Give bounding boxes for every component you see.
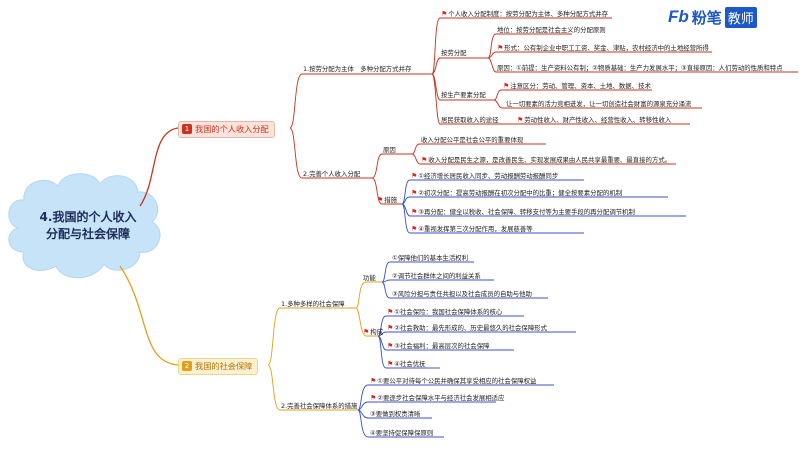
- node-distribution-system: ⚑个人收入分配制度：按劳分配为主体、多种分配方式并存: [441, 10, 609, 18]
- flag-icon: ⚑: [387, 308, 394, 316]
- central-cloud: [8, 173, 161, 279]
- flag-icon: ⚑: [497, 44, 504, 52]
- central-topic-line2: 分配与社会保障: [45, 227, 130, 241]
- node-security-sub2-label: 2.完善社会保障体系的措施: [281, 402, 358, 410]
- node-security-measure-3: ③要做到权责清晰: [370, 410, 421, 418]
- node-structure-4: ⚑④社会优抚: [387, 360, 426, 368]
- node-channels-label: 居民获取收入的途径: [441, 116, 499, 124]
- node-anlao-label: 按劳分配: [441, 49, 467, 57]
- flag-icon: ⚑: [503, 82, 510, 90]
- flag-icon: ⚑: [363, 328, 370, 336]
- flag-icon: ⚑: [411, 225, 418, 233]
- central-topic: 4.我国的个人收入 分配与社会保障: [28, 209, 148, 243]
- node-measure-4: ⚑④重视发挥第三次分配作用，发展慈善等: [411, 225, 533, 233]
- flag-icon: ⚑: [421, 156, 428, 164]
- flag-icon: ⚑: [370, 394, 377, 402]
- node-measure-1: ⚑①经济增长居民收入同步、劳动报酬劳动报酬同步: [411, 172, 559, 180]
- node-measure-3: ⚑③再分配：健全以税收、社会保障、转移支付等为主要手段的再分配调节机制: [411, 208, 635, 216]
- node-measure-2: ⚑②初次分配：提高劳动报酬在初次分配中的比重；健全按要素分配的机制: [411, 189, 623, 197]
- node-structure-1: ⚑①社会保险：我国社会保障体系的核心: [387, 308, 503, 316]
- node-security-measure-2: ⚑②要逐步社会保障水平与经济社会发展相适应: [370, 394, 505, 402]
- node-structure-3: ⚑③社会福利：最高层次的社会保障: [387, 342, 490, 350]
- node-structure-2: ⚑②社会救助：最先形成的、历史最悠久的社会保障形式: [387, 324, 547, 332]
- node-measures-label: ⚑措施: [377, 196, 398, 204]
- node-security-measure-4: ④要坚持促保障保原则: [370, 429, 434, 437]
- flag-icon: ⚑: [441, 10, 448, 18]
- flag-icon: ⚑: [387, 342, 394, 350]
- node-sub1-label: 1.按劳分配为主体 多种分配方式并存: [303, 65, 412, 73]
- node-factor-goal: 让一切要素的活力竞相迸发，让一切创造社会财富的源泉充分涌流: [506, 100, 692, 108]
- node-security-measure-1: ⚑①要公平对待每个公民并确保其享受相应的社会保障权益: [370, 377, 537, 385]
- node-reason-2: ⚑收入分配是民生之源，是改善民生、实现发展成果由人民共享最重要、最直接的方式。: [421, 156, 672, 164]
- node-factor-note: ⚑注意区分：劳动、管理、资本、土地、数据、技术: [503, 82, 651, 90]
- flag-icon: ⚑: [411, 189, 418, 197]
- node-structure-label: ⚑构成: [363, 328, 384, 336]
- flag-icon: ⚑: [517, 116, 524, 124]
- node-sub2-label: 2.完善个人收入分配: [303, 170, 361, 178]
- node-anlao-status: 地位：按劳分配是社会主义的分配原则: [497, 26, 606, 34]
- branch-number-badge: 1: [182, 124, 192, 134]
- node-function-1: ①保障他们的基本生活权利: [392, 254, 469, 262]
- node-function-label: 功能: [363, 274, 376, 282]
- branch-title: 我国的社会保障: [195, 361, 253, 371]
- node-security-sub1-label: 1.多种多样的社会保障: [281, 300, 345, 308]
- logo-mark: Fb: [668, 7, 689, 26]
- node-reason-label: 原因: [383, 146, 396, 154]
- central-topic-line1: 4.我国的个人收入: [39, 210, 137, 224]
- node-reason-1: 收入分配公平是社会公平的重要体现: [421, 136, 524, 144]
- node-channels-value: ⚑劳动性收入、财产性收入、经营性收入、转移性收入: [517, 116, 672, 124]
- node-anlao-form: ⚑形式：公有制企业中职工工资、奖金、津贴，农村经济中的土地经营所得: [497, 44, 709, 52]
- node-function-3: ③风险分担与责任共担以及社会成员的自助与他助: [392, 290, 532, 298]
- fenbi-logo: Fb 粉笔 教师: [668, 6, 757, 28]
- branch-number-badge: 2: [182, 361, 192, 371]
- branch-title: 我国的个人收入分配: [195, 124, 269, 134]
- flag-icon: ⚑: [387, 360, 394, 368]
- logo-badge: 教师: [724, 6, 757, 28]
- flag-icon: ⚑: [411, 208, 418, 216]
- flag-icon: ⚑: [377, 196, 384, 204]
- flag-icon: ⚑: [387, 324, 394, 332]
- node-anlao-reason: 原因：①前提：生产资料公有制；②物质基础：生产力发展水平；③直接原因：人们劳动的…: [497, 64, 783, 72]
- flag-icon: ⚑: [370, 377, 377, 385]
- logo-brand: 粉笔: [691, 8, 722, 27]
- flag-icon: ⚑: [411, 172, 418, 180]
- node-function-2: ②调节社会群体之间的利益关系: [392, 272, 481, 280]
- node-factor-label: 按生产要素分配: [441, 91, 486, 99]
